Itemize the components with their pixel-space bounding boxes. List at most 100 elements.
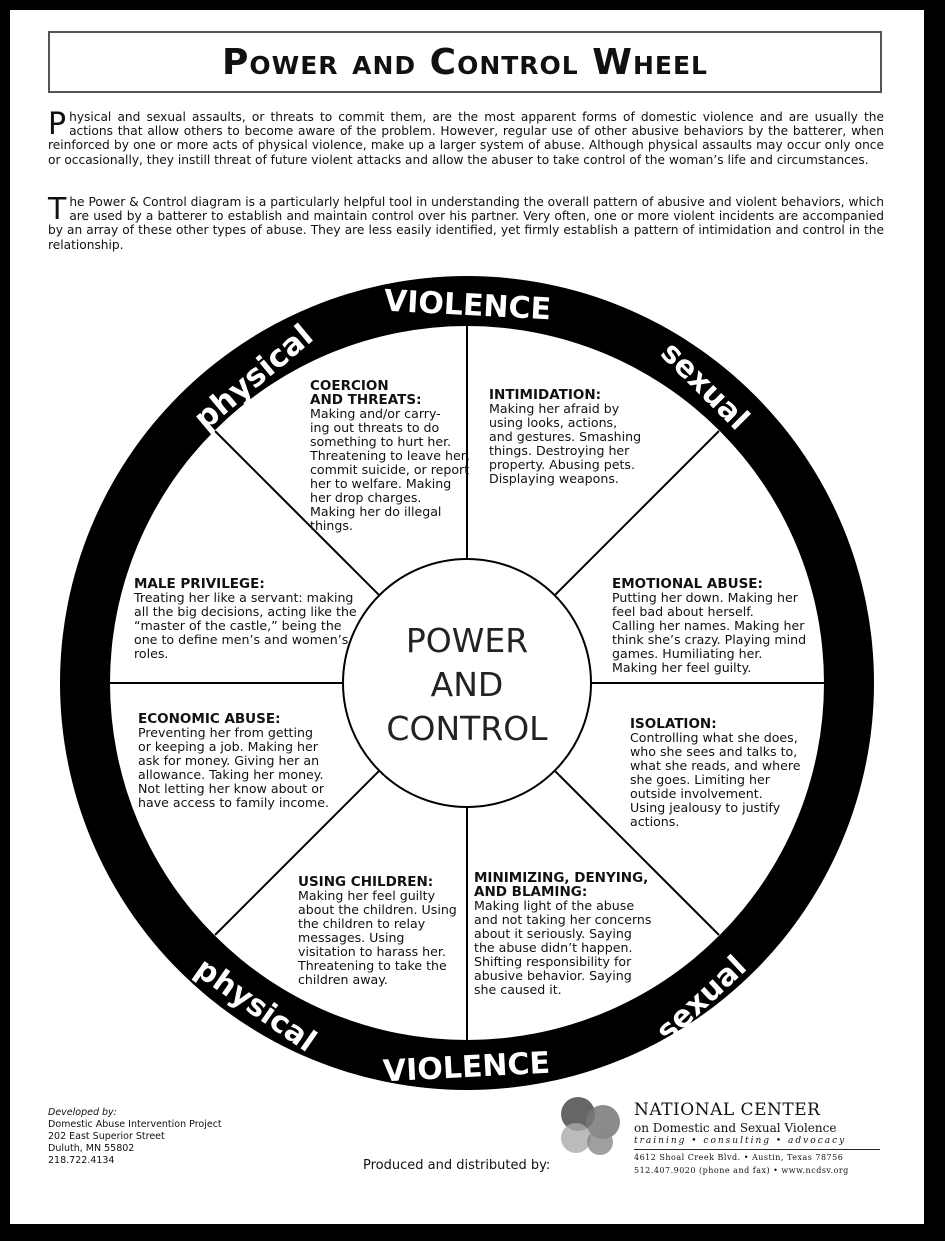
national-center-subtitle: on Domestic and Sexual Violence — [634, 1121, 837, 1135]
segment-body-line: one to define men’s and women’s — [134, 632, 348, 647]
title-box: Power and Control Wheel — [48, 31, 882, 93]
segment-body-line: and gestures. Smashing — [489, 429, 641, 444]
segment-title: ISOLATION: — [630, 716, 717, 732]
segment-body-line: what she reads, and where — [630, 758, 801, 773]
national-center-contact: 512.407.9020 (phone and fax) • www.ncdsv… — [634, 1166, 849, 1175]
segment-title: COERCION — [310, 378, 389, 394]
segment-title: MINIMIZING, DENYING, — [474, 870, 648, 886]
segment-body-line: commit suicide, or report — [310, 462, 469, 477]
rim-violence-bottom: VIOLENCE — [382, 1046, 551, 1090]
segment-body-line: ask for money. Giving her an — [138, 753, 319, 768]
segment-body-line: Making her feel guilty — [298, 888, 436, 903]
national-center-address: 4612 Shoal Creek Blvd. • Austin, Texas 7… — [634, 1153, 844, 1162]
segment-body-line: and not taking her concerns — [474, 912, 651, 927]
segment-body-line: Making her afraid by — [489, 401, 620, 416]
page-title: Power and Control Wheel — [222, 41, 708, 83]
segment-body-line: Controlling what she does, — [630, 730, 798, 745]
hub-line-1: POWER — [406, 621, 528, 660]
segment-body-line: Putting her down. Making her — [612, 590, 799, 605]
segment-body-line: using looks, actions, — [489, 415, 617, 430]
segment-male-privilege: MALE PRIVILEGE:Treating her like a serva… — [133, 576, 357, 661]
segment-title: USING CHILDREN: — [298, 874, 433, 890]
segment-body-line: Making her feel guilty. — [612, 660, 751, 675]
ncdsv-logo — [561, 1097, 620, 1155]
segment-body-line: about it seriously. Saying — [474, 926, 632, 941]
segment-body-line: Displaying weapons. — [489, 471, 619, 486]
segment-body-line: who she sees and talks to, — [630, 744, 797, 759]
power-control-wheel: POWER AND CONTROL VIOLENCE VIOLENCE phys… — [60, 276, 874, 1155]
segment-emotional: EMOTIONAL ABUSE:Putting her down. Making… — [612, 576, 806, 675]
segment-body-line: property. Abusing pets. — [489, 457, 635, 472]
segment-body-line: Making light of the abuse — [474, 898, 634, 913]
segment-body-line: all the big decisions, acting like the — [134, 604, 357, 619]
segment-body-line: the abuse didn’t happen. — [474, 940, 633, 955]
segment-minimizing: MINIMIZING, DENYING,AND BLAMING:Making l… — [474, 870, 651, 997]
segment-body-line: Threatening to leave her, — [309, 448, 470, 463]
segment-body-line: Using jealousy to justify — [630, 800, 781, 815]
hub-line-2: AND — [431, 665, 504, 704]
segment-body-line: her to welfare. Making — [310, 476, 451, 491]
segment-body-line: feel bad about herself. — [612, 604, 754, 619]
segment-body-line: allowance. Taking her money. — [138, 767, 323, 782]
developer-org: Domestic Abuse Intervention Project — [48, 1119, 222, 1130]
segment-body-line: Treating her like a servant: making — [133, 590, 353, 605]
segment-economic: ECONOMIC ABUSE:Preventing her from getti… — [138, 711, 329, 810]
drop-cap: P — [48, 107, 67, 142]
segment-body-line: Calling her names. Making her — [612, 618, 805, 633]
segment-children: USING CHILDREN:Making her feel guiltyabo… — [297, 874, 457, 987]
segment-body-line: Not letting her know about or — [138, 781, 325, 796]
segment-body-line: think she’s crazy. Playing mind — [612, 632, 806, 647]
segment-title: EMOTIONAL ABUSE: — [612, 576, 763, 592]
segment-body-line: Threatening to take the — [297, 958, 447, 973]
segment-title: AND BLAMING: — [474, 884, 587, 900]
segment-body-line: or keeping a job. Making her — [138, 739, 319, 754]
segment-body-line: games. Humiliating her. — [612, 646, 762, 661]
segment-body-line: about the children. Using — [298, 902, 457, 917]
segment-body-line: ing out threats to do — [310, 420, 440, 435]
segment-body-line: “master of the castle,” being the — [134, 618, 342, 633]
national-center-name: NATIONAL CENTER — [634, 1100, 821, 1120]
segment-title: MALE PRIVILEGE: — [134, 576, 265, 592]
developer-street: 202 East Superior Street — [48, 1131, 165, 1142]
segment-title: ECONOMIC ABUSE: — [138, 711, 281, 727]
segment-body-line: actions. — [630, 814, 679, 829]
segment-body-line: Preventing her from getting — [138, 725, 313, 740]
segment-body-line: messages. Using — [298, 930, 404, 945]
segment-body-line: she caused it. — [474, 982, 562, 997]
segment-body-line: outside involvement. — [630, 786, 763, 801]
intro-text-2: he Power & Control diagram is a particul… — [48, 195, 884, 252]
developer-city: Duluth, MN 55802 — [48, 1143, 135, 1154]
segment-body-line: something to hurt her. — [310, 434, 451, 449]
segment-title: AND THREATS: — [310, 392, 422, 408]
segment-body-line: visitation to harass her. — [298, 944, 446, 959]
rim-violence-top: VIOLENCE — [383, 284, 552, 328]
national-center-block: NATIONAL CENTER on Domestic and Sexual V… — [634, 1100, 880, 1176]
divider — [634, 1149, 880, 1150]
segment-body-line: have access to family income. — [138, 795, 329, 810]
segment-body-line: the children to relay — [298, 916, 426, 931]
developer-info: Developed by: Domestic Abuse Interventio… — [48, 1107, 222, 1167]
drop-cap: T — [48, 192, 67, 227]
segment-title: INTIMIDATION: — [489, 387, 601, 403]
segment-body-line: children away. — [298, 972, 388, 987]
hub-circle — [342, 558, 592, 808]
segment-body-line: Making and/or carry- — [310, 406, 441, 421]
segment-body-line: things. Destroying her — [489, 443, 630, 458]
segment-body-line: Making her do illegal — [310, 504, 441, 519]
produced-by-label: Produced and distributed by: — [363, 1158, 551, 1173]
segment-body-line: her drop charges. — [310, 490, 421, 505]
hub-line-3: CONTROL — [386, 709, 548, 748]
segment-body-line: things. — [310, 518, 353, 533]
segment-body-line: she goes. Limiting her — [630, 772, 771, 787]
segment-body-line: Shifting responsibility for — [474, 954, 632, 969]
national-center-tagline: training • consulting • advocacy — [634, 1136, 847, 1146]
segment-body-line: roles. — [134, 646, 168, 661]
intro-text-1: hysical and sexual assaults, or threats … — [48, 110, 884, 167]
segment-isolation: ISOLATION:Controlling what she does,who … — [630, 716, 801, 829]
